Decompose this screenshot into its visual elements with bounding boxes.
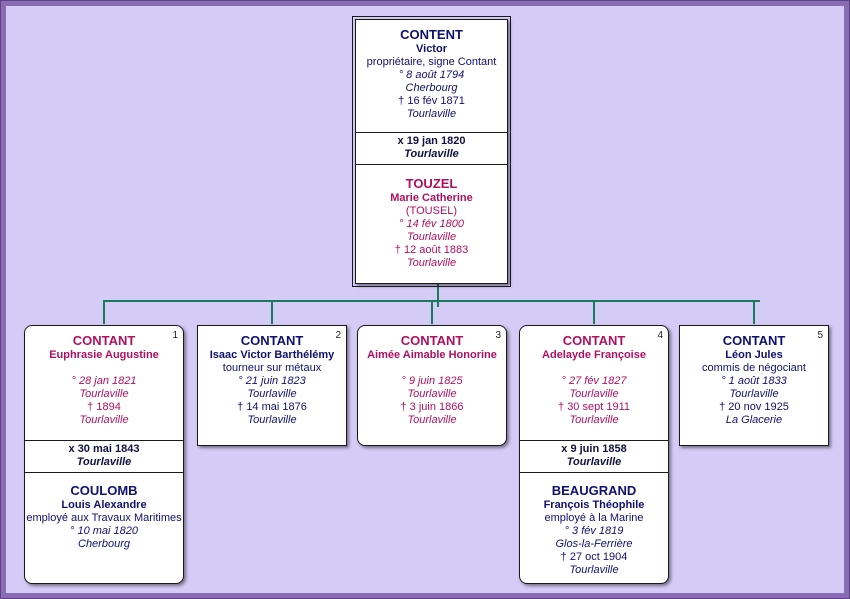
child-given-name: Aimée Aimable Honorine bbox=[367, 349, 497, 361]
child-person: CONTANT Aimée Aimable Honorine ° 9 juin … bbox=[358, 326, 506, 427]
spouse-birth-place: Cherbourg bbox=[78, 538, 130, 550]
child-birth-place: Tourlaville bbox=[79, 388, 129, 400]
child-person: CONTANT Euphrasie Augustine ° 28 jan 182… bbox=[25, 326, 183, 440]
spouse-given-name: François Théophile bbox=[543, 499, 645, 511]
child-surname: CONTANT bbox=[240, 333, 304, 348]
spouse-surname: BEAUGRAND bbox=[551, 483, 637, 498]
child-given-name: Adelayde Françoise bbox=[542, 349, 646, 361]
child-marriage: x 30 mai 1843 Tourlaville bbox=[25, 440, 183, 473]
child-number: 1 bbox=[172, 330, 178, 341]
child-death-date: † 1894 bbox=[87, 401, 121, 413]
child-occupation: commis de négociant bbox=[702, 362, 806, 374]
child-surname: CONTANT bbox=[722, 333, 786, 348]
child-box-5[interactable]: 5 CONTANT Léon Jules commis de négociant… bbox=[679, 325, 829, 446]
child-birth-date: ° 21 juin 1823 bbox=[238, 375, 306, 387]
child-death-place: La Glacerie bbox=[725, 414, 783, 426]
child-number: 3 bbox=[495, 330, 501, 341]
child-box-1[interactable]: 1 CONTANT Euphrasie Augustine ° 28 jan 1… bbox=[24, 325, 184, 584]
child-birth-date: ° 27 fév 1827 bbox=[561, 375, 627, 387]
child-person: CONTANT Léon Jules commis de négociant °… bbox=[680, 326, 828, 427]
child-number: 5 bbox=[817, 330, 823, 341]
husband-death-date: † 16 fév 1871 bbox=[398, 95, 465, 107]
child-box-3[interactable]: 3 CONTANT Aimée Aimable Honorine ° 9 jui… bbox=[357, 325, 507, 446]
parent-marriage-place: Tourlaville bbox=[404, 148, 459, 160]
spouse-birth-place: Glos-la-Ferrière bbox=[555, 538, 633, 550]
child-given-name: Isaac Victor Barthélémy bbox=[209, 349, 335, 361]
child-box-4[interactable]: 4 CONTANT Adelayde Françoise ° 27 fév 18… bbox=[519, 325, 669, 584]
spouse-birth-date: ° 10 mai 1820 bbox=[70, 525, 138, 537]
spouse-death-place: Tourlaville bbox=[569, 564, 619, 576]
child-marriage-place: Tourlaville bbox=[566, 456, 622, 468]
child-birth-place: Tourlaville bbox=[247, 388, 297, 400]
child-birth-date: ° 9 juin 1825 bbox=[401, 375, 463, 387]
child-number: 4 bbox=[657, 330, 663, 341]
parent-marriage: x 19 jan 1820 Tourlaville bbox=[356, 132, 507, 165]
child-marriage: x 9 juin 1858 Tourlaville bbox=[520, 440, 668, 473]
spouse-given-name: Louis Alexandre bbox=[61, 499, 147, 511]
parent-marriage-date: x 19 jan 1820 bbox=[397, 135, 466, 147]
child-death-date: † 14 mai 1876 bbox=[237, 401, 307, 413]
wife-given-name: Marie Catherine bbox=[390, 192, 473, 204]
child-person: CONTANT Adelayde Françoise ° 27 fév 1827… bbox=[520, 326, 668, 440]
child-person: CONTANT Isaac Victor Barthélémy tourneur… bbox=[198, 326, 346, 427]
spouse-person: BEAUGRAND François Théophile employé à l… bbox=[520, 473, 668, 577]
husband-death-place: Tourlaville bbox=[406, 108, 457, 120]
connector-child-3 bbox=[431, 300, 433, 324]
wife-birth-date: ° 14 fév 1800 bbox=[399, 218, 464, 230]
child-birth-date: ° 28 jan 1821 bbox=[71, 375, 137, 387]
connector-parent-down bbox=[437, 283, 439, 307]
husband-occupation: propriétaire, signe Contant bbox=[366, 56, 497, 68]
child-death-date: † 30 sept 1911 bbox=[558, 401, 630, 413]
child-marriage-date: x 9 juin 1858 bbox=[561, 443, 627, 455]
husband-birth-place: Cherbourg bbox=[405, 82, 458, 94]
child-birth-place: Tourlaville bbox=[729, 388, 779, 400]
husband-birth-date: ° 8 août 1794 bbox=[398, 69, 465, 81]
connector-child-1 bbox=[103, 300, 105, 324]
wife-alias: (TOUSEL) bbox=[405, 205, 458, 217]
spouse-occupation: employé aux Travaux Maritimes bbox=[26, 512, 182, 524]
spouse-surname: COULOMB bbox=[70, 483, 138, 498]
child-surname: CONTANT bbox=[72, 333, 136, 348]
spouse-death-date: † 27 oct 1904 bbox=[560, 551, 628, 563]
child-number: 2 bbox=[335, 330, 341, 341]
spouse-occupation: employé à la Marine bbox=[544, 512, 644, 524]
connector-child-2 bbox=[271, 300, 273, 324]
child-given-name: Léon Jules bbox=[725, 349, 783, 361]
child-marriage-place: Tourlaville bbox=[76, 456, 132, 468]
child-box-2[interactable]: 2 CONTANT Isaac Victor Barthélémy tourne… bbox=[197, 325, 347, 446]
child-birth-place: Tourlaville bbox=[407, 388, 457, 400]
spouse-person: COULOMB Louis Alexandre employé aux Trav… bbox=[25, 473, 183, 551]
wife-death-place: Tourlaville bbox=[406, 257, 457, 269]
child-occupation: tourneur sur métaux bbox=[222, 362, 322, 374]
child-marriage-date: x 30 mai 1843 bbox=[68, 443, 140, 455]
husband-surname: CONTENT bbox=[400, 27, 463, 42]
connector-child-4 bbox=[593, 300, 595, 324]
child-death-date: † 20 nov 1925 bbox=[719, 401, 789, 413]
child-death-place: Tourlaville bbox=[569, 414, 619, 426]
parent-couple-box[interactable]: CONTENT Victor propriétaire, signe Conta… bbox=[352, 16, 511, 287]
husband-given-name: Victor bbox=[416, 43, 447, 55]
child-surname: CONTANT bbox=[400, 333, 464, 348]
spouse-birth-date: ° 3 fév 1819 bbox=[564, 525, 624, 537]
child-death-place: Tourlaville bbox=[79, 414, 129, 426]
child-death-place: Tourlaville bbox=[407, 414, 457, 426]
child-given-name: Euphrasie Augustine bbox=[49, 349, 159, 361]
wife-surname: TOUZEL bbox=[405, 176, 458, 191]
child-death-place: Tourlaville bbox=[247, 414, 297, 426]
connector-child-5 bbox=[753, 300, 755, 324]
wife-birth-place: Tourlaville bbox=[406, 231, 457, 243]
husband-section: CONTENT Victor propriétaire, signe Conta… bbox=[356, 20, 507, 132]
child-surname: CONTANT bbox=[562, 333, 626, 348]
wife-section: TOUZEL Marie Catherine (TOUSEL) ° 14 fév… bbox=[356, 165, 507, 270]
wife-death-date: † 12 août 1883 bbox=[394, 244, 469, 256]
child-death-date: † 3 juin 1866 bbox=[400, 401, 464, 413]
child-birth-place: Tourlaville bbox=[569, 388, 619, 400]
child-birth-date: ° 1 août 1833 bbox=[721, 375, 787, 387]
